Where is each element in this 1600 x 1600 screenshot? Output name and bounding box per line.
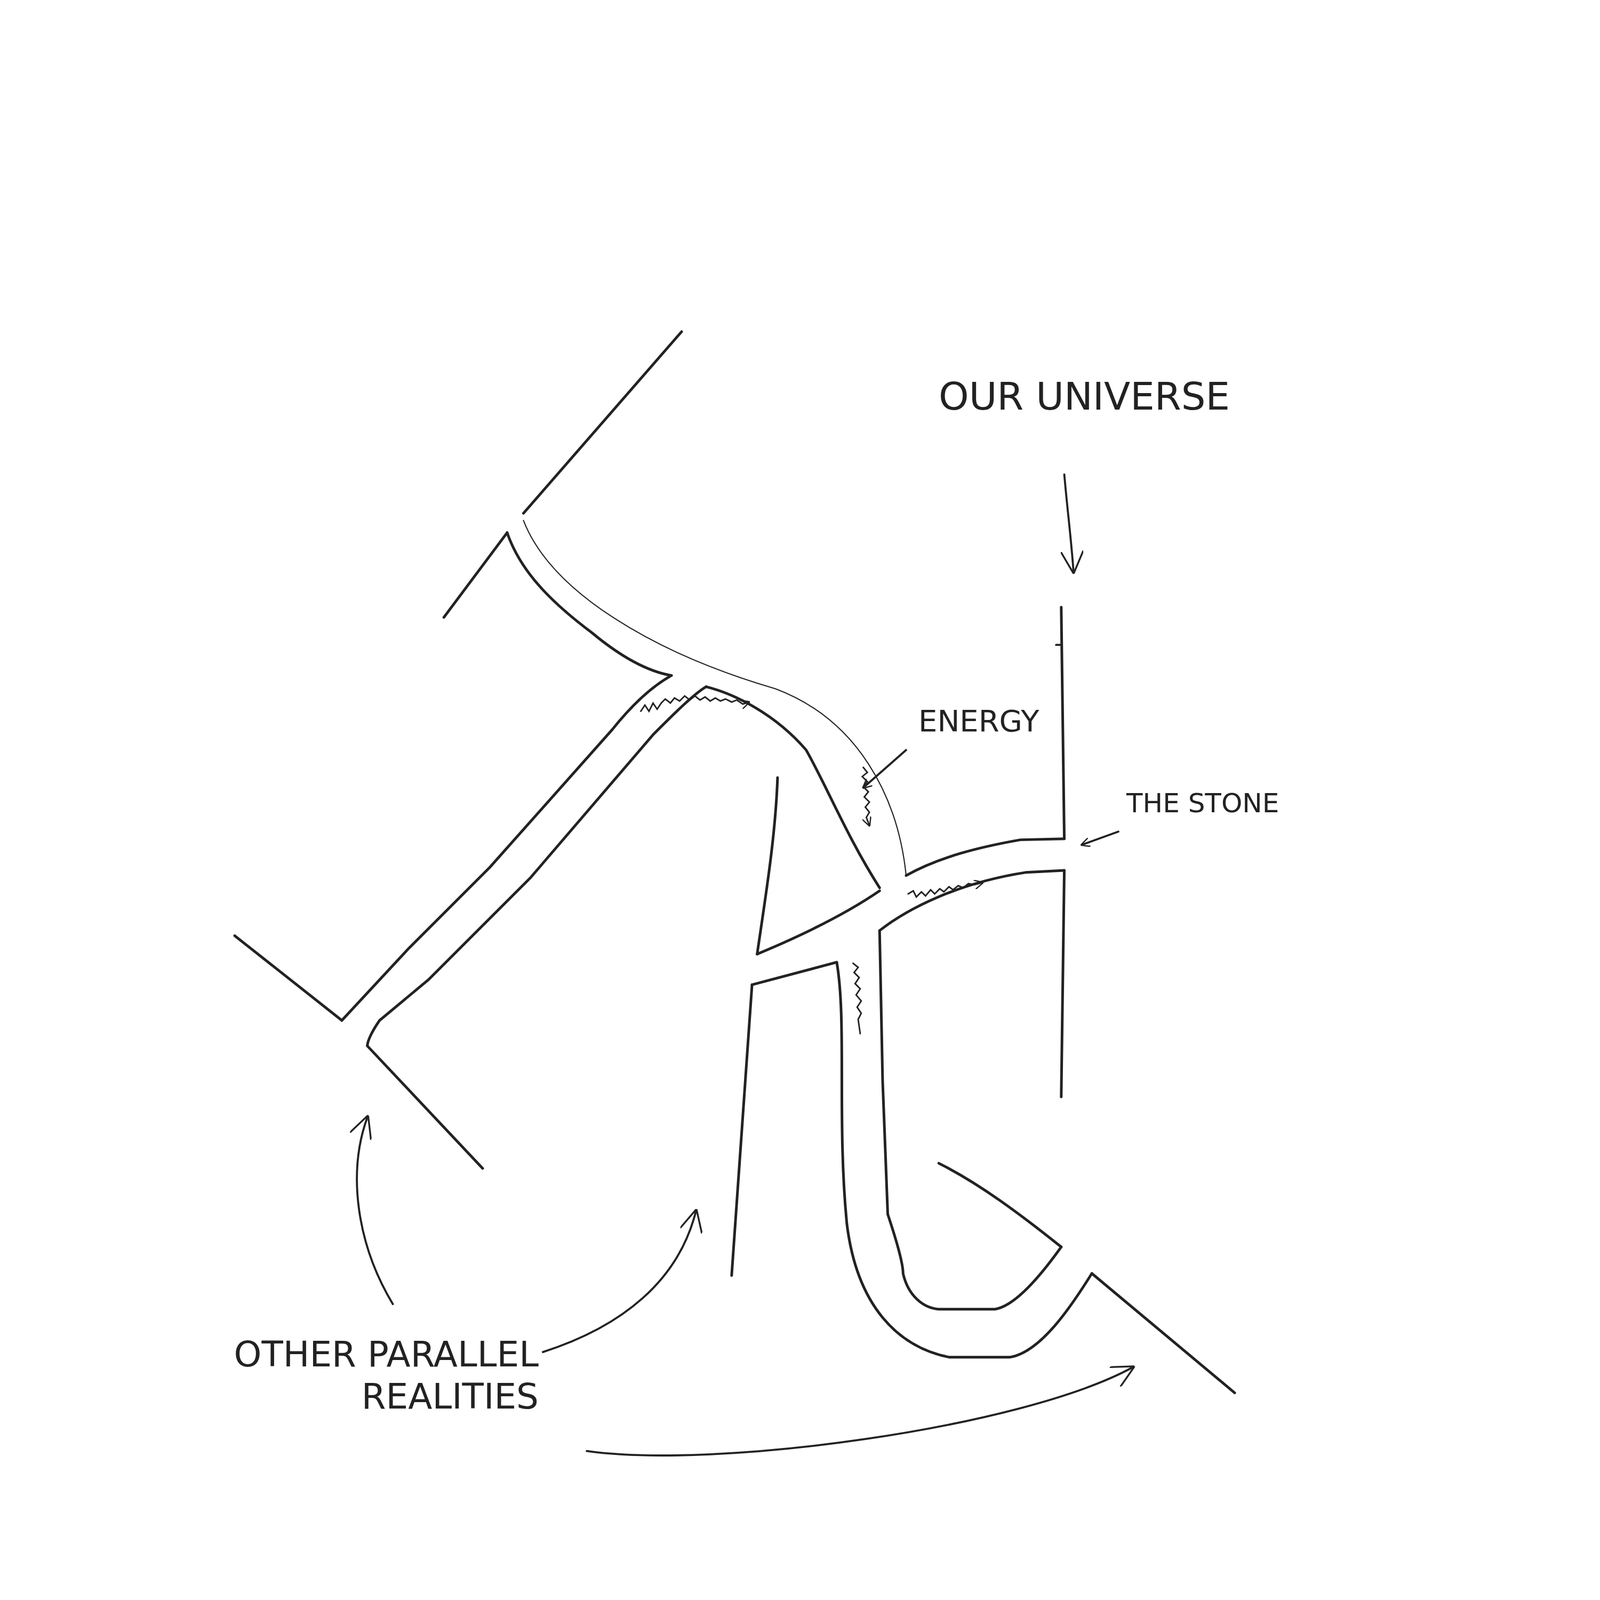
stone-label: THE STONE: [1126, 787, 1279, 820]
universe-label: OUR UNIVERSE: [938, 373, 1230, 420]
energy-label: ENERGY: [918, 702, 1039, 739]
realities-label: OTHER PARALLEL REALITIES: [176, 1333, 539, 1418]
